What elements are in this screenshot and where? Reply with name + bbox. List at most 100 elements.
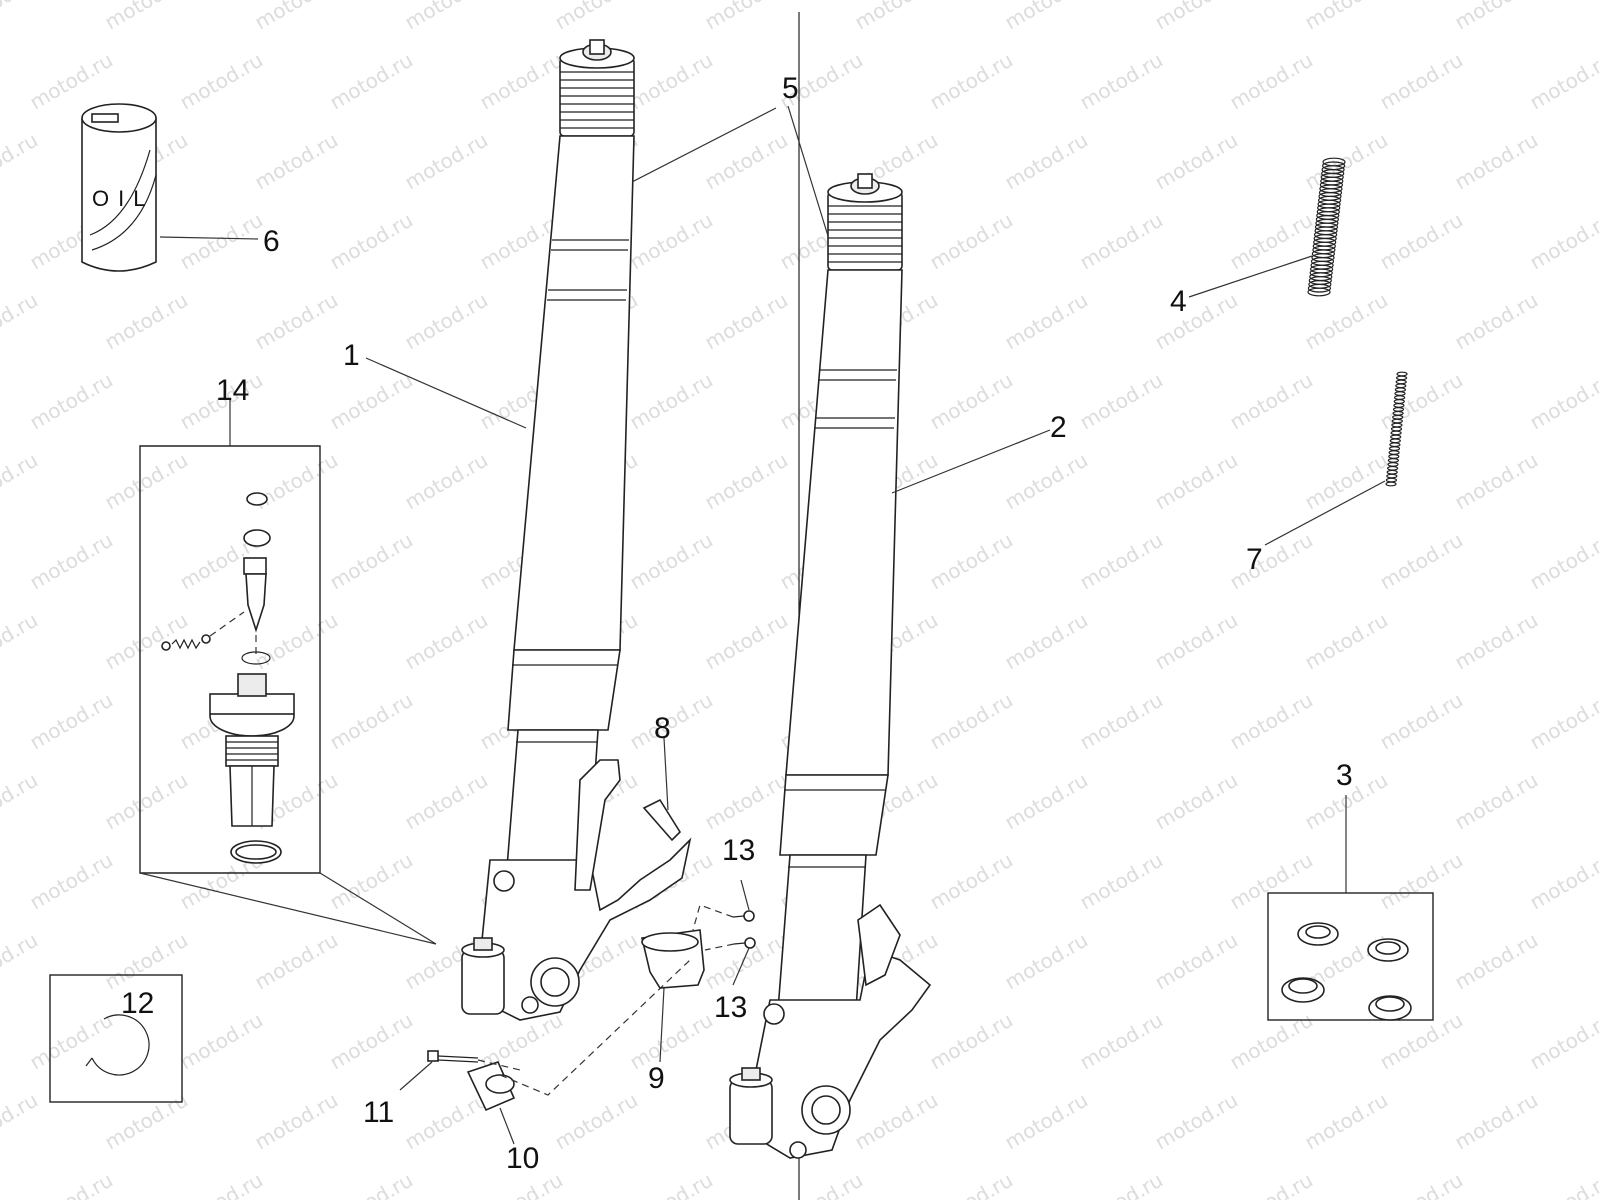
watermark-text: motod.ru	[1001, 128, 1092, 195]
watermark-text: motod.ru	[1076, 528, 1167, 595]
small-spring	[1385, 371, 1408, 487]
watermark-text: motod.ru	[176, 1008, 267, 1075]
watermark-text: motod.ru	[1376, 848, 1467, 915]
watermark-text: motod.ru	[26, 1008, 117, 1075]
watermark-text: motod.ru	[326, 1008, 417, 1075]
watermark-text: motod.ru	[1001, 608, 1092, 675]
watermark-text: motod.ru	[26, 368, 117, 435]
bolt-11	[427, 1050, 479, 1063]
watermark-text: motod.ru	[1226, 208, 1317, 275]
assembly-path-9-10	[499, 959, 691, 1096]
watermark-text: motod.ru	[101, 0, 192, 34]
watermark-text: motod.ru	[1526, 848, 1600, 915]
callout-12: 12	[121, 987, 154, 1020]
watermark-text: motod.ru	[251, 1088, 342, 1155]
watermark-text: motod.ru	[0, 288, 42, 355]
watermark-text: motod.ru	[0, 1088, 42, 1155]
spring-coil	[1386, 469, 1398, 475]
spring-coil	[1396, 371, 1408, 377]
spring-coil	[1388, 446, 1401, 452]
watermark-text: motod.ru	[1226, 48, 1317, 115]
watermark-text: motod.ru	[101, 768, 192, 835]
spring-coil	[1395, 379, 1407, 385]
watermark-text: motod.ru	[626, 1008, 717, 1075]
watermark-text: motod.ru	[1526, 48, 1600, 115]
callout-4: 4	[1170, 285, 1187, 318]
spring-coil	[1386, 473, 1398, 479]
watermark-text: motod.ru	[926, 368, 1017, 435]
watermark-text: motod.ru	[701, 0, 792, 34]
watermark-text: motod.ru	[1226, 528, 1317, 595]
watermark-text: motod.ru	[1301, 128, 1392, 195]
callout-11: 11	[363, 1096, 394, 1129]
callout-10: 10	[506, 1142, 539, 1175]
valve-thread-lines	[226, 741, 278, 761]
watermark-text: motod.ru	[1226, 848, 1317, 915]
watermark-text: motod.ru	[251, 288, 342, 355]
watermark-text: motod.ru	[851, 0, 942, 34]
watermark-text: motod.ru	[701, 128, 792, 195]
watermark-text: motod.ru	[1526, 688, 1600, 755]
watermark-text: motod.ru	[1451, 0, 1542, 34]
watermark-text: motod.ru	[1301, 448, 1392, 515]
spring-coil	[1388, 450, 1400, 456]
spring-coil	[1385, 481, 1397, 487]
watermark-text: motod.ru	[0, 768, 42, 835]
callout-14: 14	[216, 374, 249, 407]
watermark-text: motod.ru	[1151, 128, 1242, 195]
watermark-text: motod.ru	[1526, 208, 1600, 275]
spring-coil	[1387, 458, 1400, 463]
watermark-text: motod.ru	[926, 1168, 1017, 1200]
watermark-text: motod.ru	[326, 368, 417, 435]
watermark-text: motod.ru	[551, 1088, 642, 1155]
watermark-text: motod.ru	[1001, 288, 1092, 355]
watermark-text: motod.ru	[1451, 448, 1542, 515]
watermark-text: motod.ru	[1301, 0, 1392, 34]
watermark-text: motod.ru	[1151, 448, 1242, 515]
watermark-text: motod.ru	[401, 0, 492, 34]
watermark-text: motod.ru	[1376, 48, 1467, 115]
oil-can-label: OIL	[92, 186, 154, 211]
watermark-text: motod.ru	[551, 0, 642, 34]
nut-10	[466, 1061, 516, 1112]
watermark-text: motod.ru	[251, 128, 342, 195]
spring-coil	[1388, 454, 1400, 459]
watermark-text: motod.ru	[1451, 928, 1542, 995]
watermark-text: motod.ru	[926, 848, 1017, 915]
watermark-text: motod.ru	[1076, 48, 1167, 115]
watermark-text: motod.ru	[626, 368, 717, 435]
watermark-text: motod.ru	[1526, 1168, 1600, 1200]
leader-lines	[159, 105, 1386, 1145]
watermark-text: motod.ru	[1076, 208, 1167, 275]
watermark-text: motod.ru	[101, 1088, 192, 1155]
watermark-text: motod.ru	[1001, 768, 1092, 835]
watermark-text: motod.ru	[401, 128, 492, 195]
watermark-text: motod.ru	[1226, 688, 1317, 755]
seal-ring	[1281, 977, 1325, 1003]
callout-13-upper: 13	[722, 834, 755, 867]
watermark-text: motod.ru	[326, 1168, 417, 1200]
spring-coil	[1389, 442, 1401, 448]
watermark-text: motod.ru	[1076, 688, 1167, 755]
watermark-text: motod.ru	[1151, 928, 1242, 995]
watermark-text: motod.ru	[1301, 1088, 1392, 1155]
watermark-text: motod.ru	[326, 48, 417, 115]
watermark-text: motod.ru	[626, 208, 717, 275]
watermark-text: motod.ru	[0, 608, 42, 675]
watermark-text: motod.ru	[1451, 288, 1542, 355]
valve-kit-box	[139, 400, 437, 945]
seal-kit-box	[1267, 795, 1434, 1021]
thread-lines-left	[560, 71, 634, 129]
spring-coil	[1389, 438, 1401, 444]
watermark-text: motod.ru	[701, 448, 792, 515]
watermark-text: motod.ru	[1451, 768, 1542, 835]
watermark-text: motod.ru	[1451, 608, 1542, 675]
watermark-text: motod.ru	[401, 288, 492, 355]
callout-9: 9	[648, 1062, 665, 1095]
callout-2: 2	[1050, 411, 1067, 444]
watermark-text: motod.ru	[1001, 448, 1092, 515]
watermark-text: motod.ru	[176, 208, 267, 275]
watermark-text: motod.ru	[626, 688, 717, 755]
watermark-text: motod.ru	[1451, 128, 1542, 195]
watermark-text: motod.ru	[1451, 1088, 1542, 1155]
